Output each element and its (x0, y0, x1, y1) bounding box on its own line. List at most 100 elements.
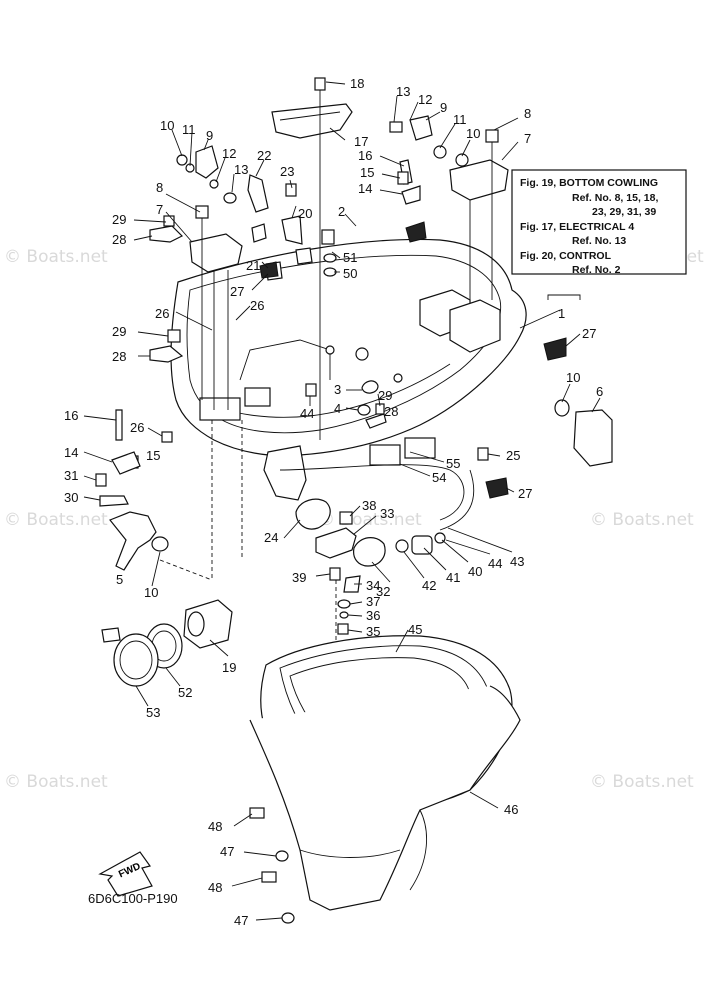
watermark-text: © Boats.net (4, 247, 108, 267)
callout-4: 4 (334, 401, 341, 416)
callout-5: 5 (116, 572, 123, 587)
callout-26: 26 (250, 298, 264, 313)
callout-27: 27 (230, 284, 244, 299)
callout-9: 9 (440, 100, 447, 115)
callout-45: 45 (408, 622, 422, 637)
callout-6: 6 (596, 384, 603, 399)
fwd-arrow: FWD (98, 851, 153, 897)
callout-15: 15 (146, 448, 160, 463)
callout-28: 28 (112, 232, 126, 247)
callout-26: 26 (130, 420, 144, 435)
callout-19: 19 (222, 660, 236, 675)
callout-55: 55 (446, 456, 460, 471)
callout-28: 28 (384, 404, 398, 419)
callout-36: 36 (366, 608, 380, 623)
callout-29: 29 (112, 212, 126, 227)
callout-3: 3 (334, 382, 341, 397)
callout-14: 14 (64, 445, 78, 460)
callout-50: 50 (343, 266, 357, 281)
callout-35: 35 (366, 624, 380, 639)
watermark-text: © Boats.net (590, 510, 694, 530)
callout-47: 47 (234, 913, 248, 928)
callout-10: 10 (466, 126, 480, 141)
callout-2: 2 (338, 204, 345, 219)
callout-30: 30 (64, 490, 78, 505)
callout-48: 48 (208, 819, 222, 834)
callout-23: 23 (280, 164, 294, 179)
reference-box: Fig. 19, BOTTOM COWLING Ref. No. 8, 15, … (511, 169, 687, 300)
callout-33: 33 (380, 506, 394, 521)
callout-17: 17 (354, 134, 368, 149)
callout-16: 16 (64, 408, 78, 423)
callout-28: 28 (112, 349, 126, 364)
callout-25: 25 (506, 448, 520, 463)
callout-10: 10 (144, 585, 158, 600)
callout-40: 40 (468, 564, 482, 579)
lower-cowling (249, 635, 521, 924)
callout-10: 10 (566, 370, 580, 385)
ref-line: Ref. No. 13 (572, 235, 626, 247)
callout-27: 27 (582, 326, 596, 341)
callout-22: 22 (257, 148, 271, 163)
callout-52: 52 (178, 685, 192, 700)
callout-15: 15 (360, 165, 374, 180)
callout-11: 11 (453, 112, 467, 127)
right-bracket-assembly (389, 115, 509, 300)
callout-13: 13 (396, 84, 410, 99)
callout-44: 44 (300, 406, 314, 421)
callout-21: 21 (246, 258, 260, 273)
callout-43: 43 (510, 554, 524, 569)
callout-1: 1 (558, 306, 565, 321)
ref-line: Fig. 19, BOTTOM COWLING (520, 177, 658, 189)
callout-37: 37 (366, 594, 380, 609)
ref-line: Fig. 17, ELECTRICAL 4 (520, 221, 634, 233)
ref-line: 23, 29, 31, 39 (592, 206, 656, 218)
watermark-text: © Boats.net (590, 772, 694, 792)
callout-14: 14 (358, 181, 372, 196)
callout-24: 24 (264, 530, 278, 545)
ref-line: Ref. No. 8, 15, 18, (572, 192, 658, 204)
callout-12: 12 (222, 146, 236, 161)
bottom-cowling-tray (170, 238, 527, 521)
leader-lines (83, 81, 601, 921)
callout-51: 51 (343, 250, 357, 265)
ref-line: Ref. No. 2 (572, 264, 621, 276)
callout-31: 31 (64, 468, 78, 483)
callout-34: 34 (366, 578, 380, 593)
callout-8: 8 (156, 180, 163, 195)
callout-29: 29 (112, 324, 126, 339)
callout-47: 47 (220, 844, 234, 859)
callout-13: 13 (234, 162, 248, 177)
callout-18: 18 (350, 76, 364, 91)
callout-53: 53 (146, 705, 160, 720)
center-hose-parts (295, 469, 475, 680)
right-small-parts (259, 221, 613, 499)
callout-29: 29 (378, 388, 392, 403)
callout-46: 46 (504, 802, 518, 817)
callout-38: 38 (362, 498, 376, 513)
callout-7: 7 (156, 202, 163, 217)
clamp-parts (101, 599, 233, 687)
ref-line: Fig. 20, CONTROL (520, 250, 612, 262)
diagram-code: 6D6C100-P190 (88, 891, 178, 906)
callout-9: 9 (206, 128, 213, 143)
callout-44: 44 (488, 556, 502, 571)
callout-11: 11 (182, 122, 196, 137)
callout-labels: 18 17 13 12 9 11 10 8 7 16 15 14 2 10 11… (64, 76, 603, 928)
callout-26: 26 (155, 306, 169, 321)
callout-48: 48 (208, 880, 222, 895)
callout-12: 12 (418, 92, 432, 107)
callout-41: 41 (446, 570, 460, 585)
callout-10: 10 (160, 118, 174, 133)
watermark-text: © Boats.net (4, 510, 108, 530)
callout-8: 8 (524, 106, 531, 121)
callout-54: 54 (432, 470, 446, 485)
callout-7: 7 (524, 131, 531, 146)
callout-16: 16 (358, 148, 372, 163)
callout-42: 42 (422, 578, 436, 593)
callout-32: 32 (376, 584, 390, 599)
callout-20: 20 (298, 206, 312, 221)
watermark-text: © Boats.net (318, 510, 422, 530)
